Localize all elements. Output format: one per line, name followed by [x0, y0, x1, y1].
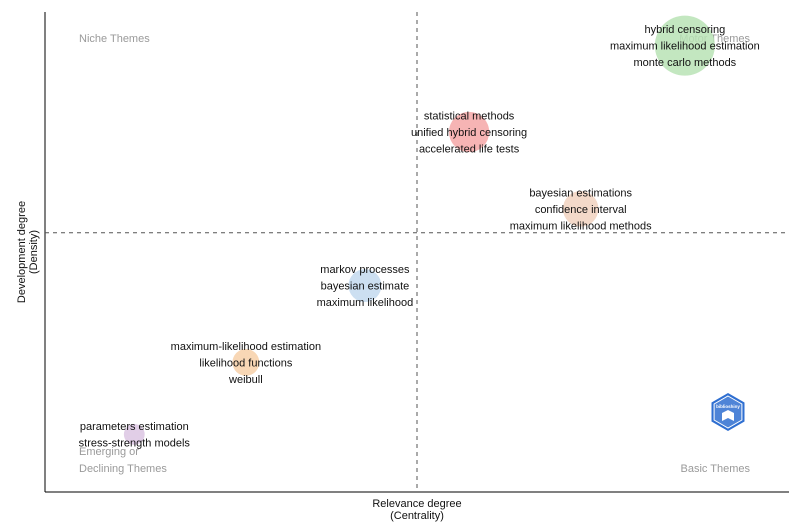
cluster-term-label: bayesian estimations: [529, 187, 632, 199]
cluster-term-label: bayesian estimate: [321, 281, 410, 293]
x-axis-title: Relevance degree: [372, 498, 461, 510]
quadrant-label-basic: Basic Themes: [681, 463, 751, 475]
cluster-bubble-c3: [562, 191, 599, 227]
cluster-term-label: maximum likelihood estimation: [610, 41, 760, 53]
cluster-bubbles: [123, 15, 715, 445]
cluster-term-label: maximum likelihood methods: [510, 220, 652, 232]
cluster-term-label: hybrid censoring: [644, 24, 725, 36]
cluster-term-label: unified hybrid censoring: [411, 127, 527, 139]
cluster-term-label: confidence interval: [535, 204, 627, 216]
logo-book-icon: [722, 410, 734, 421]
logo-text: biblioshiny: [716, 404, 740, 409]
y-axis-title: Development degree: [16, 201, 28, 303]
cluster-labels: hybrid censoring maximum likelihood estim…: [79, 24, 760, 450]
cluster-term-label: maximum likelihood: [317, 297, 414, 309]
biblioshiny-logo: biblioshiny: [711, 393, 745, 431]
axis-titles: Relevance degree (Centrality) Developmen…: [16, 201, 462, 522]
cluster-term-label: weibull: [228, 374, 263, 386]
cluster-term-label: stress-strength models: [79, 438, 191, 450]
cluster-term-label: monte carlo methods: [633, 57, 736, 69]
cluster-bubble-c5: [232, 348, 260, 376]
cluster-term-label: likelihood functions: [199, 357, 292, 369]
axes: [44, 12, 789, 493]
x-axis-subtitle: (Centrality): [390, 510, 444, 522]
cluster-term-label: maximum-likelihood estimation: [171, 341, 321, 353]
cluster-bubble-c1: [654, 15, 715, 76]
cluster-bubble-c6: [123, 424, 145, 445]
cluster-term-label: statistical methods: [424, 111, 515, 123]
cluster-bubble-c2: [448, 111, 490, 153]
cluster-term-label: markov processes: [320, 264, 410, 276]
cluster-term-label: accelerated life tests: [419, 144, 520, 156]
quadrant-label-niche: Niche Themes: [79, 33, 150, 45]
y-axis-subtitle: (Density): [28, 230, 40, 274]
cluster-bubble-c4: [348, 269, 382, 303]
cluster-term-label: parameters estimation: [80, 421, 189, 433]
